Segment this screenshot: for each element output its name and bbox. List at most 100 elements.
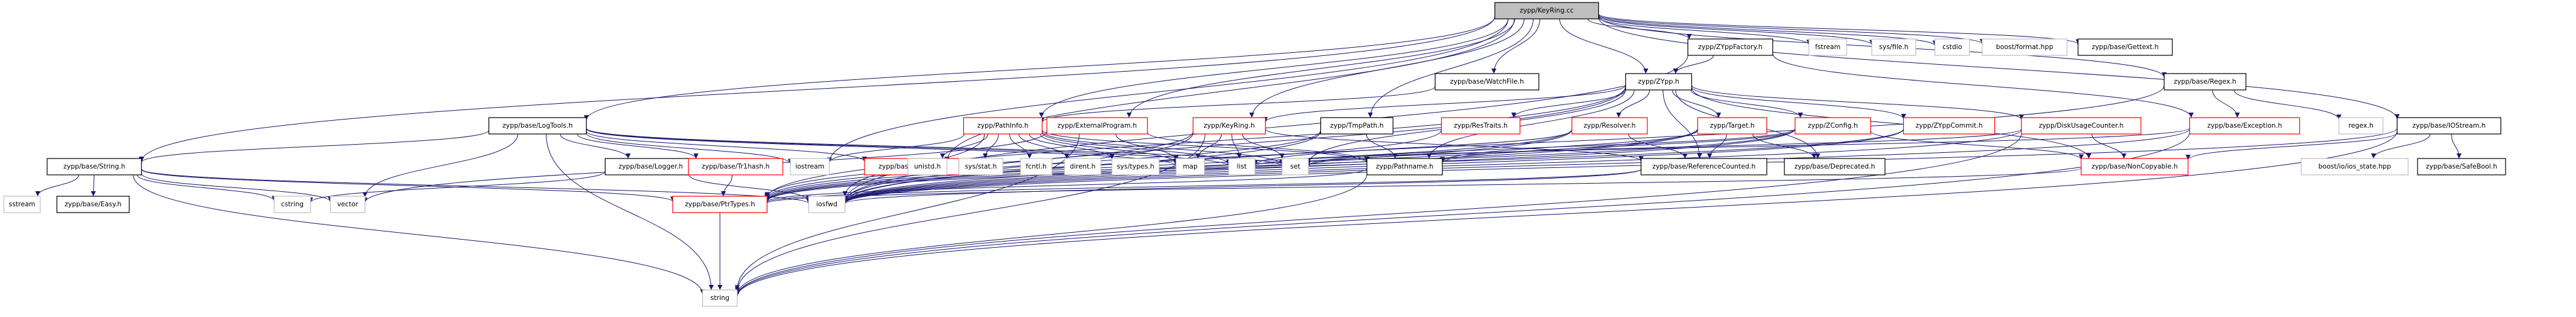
node-box	[2338, 117, 2384, 135]
edge-iostreamh-to-iosfwd	[843, 128, 2397, 204]
node-box	[1808, 38, 1847, 56]
edge-zconfig-to-pathname	[1440, 129, 1796, 164]
node-zypp-base-logger-h[interactable]: zypp/base/Logger.h	[604, 158, 697, 175]
node-unistd-h: unistd.h	[907, 158, 948, 175]
node-zypp-pathname-h[interactable]: zypp/Pathname.h	[1366, 158, 1443, 175]
node-zypp-base-regex-h[interactable]: zypp/base/Regex.h	[2164, 73, 2247, 91]
node-label: sys/stat.h	[965, 163, 997, 170]
node-zypp-base-watchfile-h[interactable]: zypp/base/WatchFile.h	[1434, 73, 1540, 91]
node-box	[1228, 158, 1256, 175]
node-box	[702, 289, 738, 307]
edge-pathname-to-ptrtypes	[765, 168, 1368, 203]
node-sys-file-h: sys/file.h	[1871, 38, 1916, 56]
edge-trihash-to-ptrtypes	[721, 174, 733, 197]
edge-pathinfo-to-list	[1042, 132, 1231, 165]
node-zypp-restraits-h[interactable]: zypp/ResTraits.h	[1440, 117, 1521, 135]
edge-string-to-vector	[141, 173, 333, 203]
edge-pathinfo-to-sysstat	[983, 133, 999, 159]
node-box	[1794, 117, 1871, 135]
node-box	[1192, 117, 1266, 135]
edge-keyringh-to-list	[1231, 133, 1242, 159]
node-label: zypp/base/IOStream.h	[2413, 122, 2486, 130]
node-box	[958, 158, 1003, 175]
node-zypp-base-gettext-h[interactable]: zypp/base/Gettext.h	[2077, 38, 2173, 56]
node-zypp-base-iostream-h[interactable]: zypp/base/IOStream.h	[2396, 117, 2502, 135]
node-zypp-base-string-h[interactable]: zypp/base/String.h	[47, 158, 142, 175]
edge-watchfile-to-pathinfo	[1039, 86, 1435, 123]
node-label: zypp/Pathname.h	[1376, 163, 1433, 170]
node-iosfwd: iosfwd	[808, 196, 846, 213]
node-label: dirent.h	[1070, 163, 1096, 170]
edge-logtools-to-trihash	[577, 133, 699, 159]
node-label: zypp/base/Deprecated.h	[1794, 163, 1875, 170]
node-zypp-diskusagecounter-h[interactable]: zypp/DiskUsageCounter.h	[2021, 117, 2142, 135]
edge-zypp-to-ptrtypes	[765, 86, 1626, 199]
node-box	[488, 117, 587, 135]
edge-root-to-sysfile	[1598, 16, 1874, 45]
node-zypp-base-easy-h[interactable]: zypp/base/Easy.h	[56, 196, 130, 213]
node-zypp-base-referencecounted-h[interactable]: zypp/base/ReferenceCounted.h	[1640, 158, 1767, 175]
node-zypp-target-h[interactable]: zypp/Target.h	[1697, 117, 1767, 135]
edge-root-to-unistd	[944, 18, 1515, 162]
node-label: zypp/base/String.h	[64, 163, 126, 170]
node-zypp-resolver-h[interactable]: zypp/Resolver.h	[1571, 117, 1648, 135]
node-label: zypp/ZYpp.h	[1638, 78, 1679, 86]
node-zypp-zconfig-h[interactable]: zypp/ZConfig.h	[1794, 117, 1871, 135]
node-zypp-base-noncopyable-h[interactable]: zypp/base/NonCopyable.h	[2081, 158, 2189, 175]
node-zypp-base-safebool-h[interactable]: zypp/base/SafeBool.h	[2417, 158, 2506, 175]
node-label: regex.h	[2348, 122, 2374, 130]
node-box	[1111, 158, 1160, 175]
node-label: zypp/Target.h	[1710, 122, 1754, 130]
edge-refcounted-to-iosfwd	[843, 169, 1642, 204]
edge-zyppfactory-to-zypp	[1672, 55, 1714, 74]
edge-resolver-to-list	[1252, 130, 1573, 166]
edge-zconfig-to-iosfwd	[843, 128, 1796, 203]
node-fstream: fstream	[1808, 38, 1847, 56]
node-zypp-keyring-cc[interactable]: zypp/KeyRing.cc	[1494, 2, 1600, 19]
node-label: zypp/base/Gettext.h	[2092, 43, 2159, 51]
node-zypp-externalprogram-h[interactable]: zypp/ExternalProgram.h	[1046, 117, 1148, 135]
node-label: zypp/KeyRing.cc	[1520, 7, 1574, 14]
edge-zypp-to-resolver	[1616, 89, 1650, 118]
node-zypp-zypp-h[interactable]: zypp/ZYpp.h	[1625, 73, 1693, 91]
node-label: vector	[337, 201, 358, 208]
node-box	[1687, 38, 1774, 56]
node-box	[56, 196, 130, 213]
edge-diskusage-to-set	[1306, 128, 2022, 167]
node-label: zypp/base/ReferenceCounted.h	[1652, 163, 1755, 170]
node-zypp-pathinfo-h[interactable]: zypp/PathInfo.h	[963, 117, 1043, 135]
node-label: zypp/base/Exception.h	[2208, 122, 2282, 130]
node-box	[274, 196, 311, 213]
node-zypp-base-tr1hash-h[interactable]: zypp/base/Tr1hash.h	[688, 158, 783, 175]
node-zypp-base-exception-h[interactable]: zypp/base/Exception.h	[2189, 117, 2301, 135]
edge-diskusage-to-stringh	[734, 133, 2022, 296]
edge-keyringh-to-iosfwd	[843, 133, 1193, 201]
node-box	[1640, 158, 1767, 175]
node-map: map	[1175, 158, 1205, 175]
edge-zconfig-to-set	[1306, 128, 1796, 166]
node-label: zypp/DiskUsageCounter.h	[2039, 122, 2124, 130]
edge-string-to-stringh	[133, 174, 705, 295]
node-label: zypp/TmpPath.h	[1330, 122, 1384, 130]
node-zypp-base-deprecated-h[interactable]: zypp/base/Deprecated.h	[1784, 158, 1886, 175]
node-box	[1981, 38, 2068, 56]
node-vector: vector	[329, 196, 366, 213]
node-zypp-base-logtools-h[interactable]: zypp/base/LogTools.h	[488, 117, 587, 135]
node-zypp-tmppath-h[interactable]: zypp/TmpPath.h	[1320, 117, 1394, 135]
node-zypp-zyppfactory-h[interactable]: zypp/ZYppFactory.h	[1687, 38, 1774, 56]
edge-root-to-logtools	[583, 16, 1495, 121]
edge-logger-to-cstring	[308, 171, 605, 203]
node-box	[1434, 73, 1540, 91]
node-zypp-keyring-h[interactable]: zypp/KeyRing.h	[1192, 117, 1266, 135]
node-zypp-base-ptrtypes-h[interactable]: zypp/base/PtrTypes.h	[672, 196, 768, 213]
edge-layer	[35, 13, 2462, 297]
node-label: zypp/base/LogTools.h	[502, 122, 573, 130]
edge-pathinfo-to-fcntl	[1009, 133, 1032, 159]
edge-root-to-pathinfo	[1039, 18, 1509, 118]
edge-pathinfo-to-systypes	[1029, 133, 1115, 160]
node-label: boost/format.hpp	[1996, 43, 2054, 51]
node-box	[1494, 2, 1600, 19]
edge-root-to-cstdio	[1598, 14, 1938, 46]
edge-zypp-to-refcounted	[1662, 89, 1703, 159]
node-zypp-zyppcommit-h[interactable]: zypp/ZYppCommit.h	[1903, 117, 1996, 135]
